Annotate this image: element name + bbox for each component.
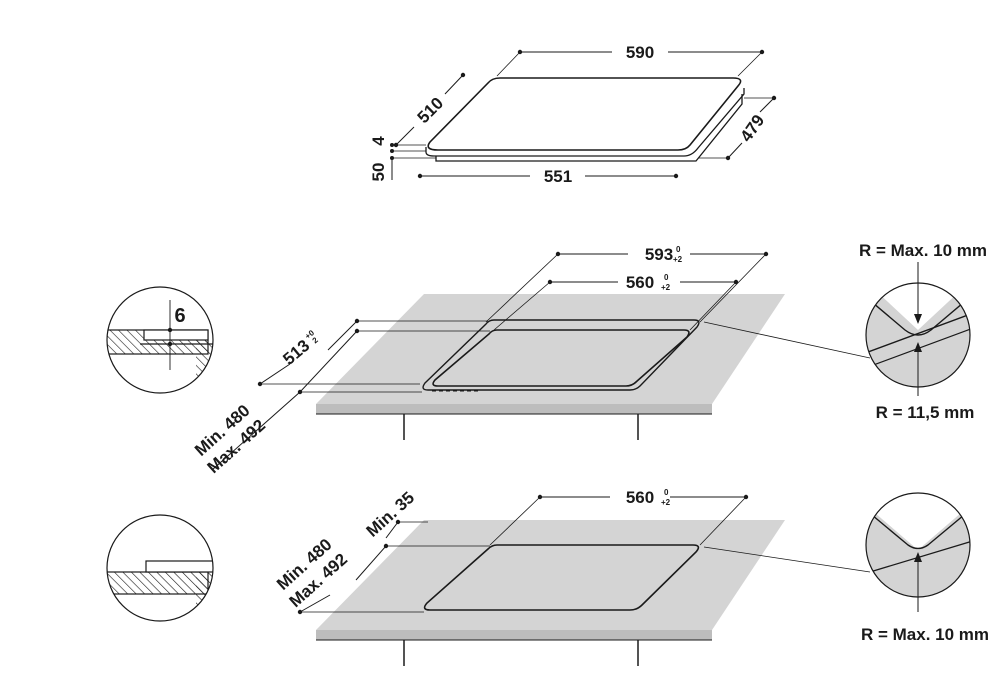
tol-513-bottom: 2 [311,335,321,345]
tol-593-top: 0 [676,245,681,254]
dim-body-479: 479 [736,111,768,145]
dim-glass-4: 4 [369,136,388,146]
dim-depth-510: 510 [414,94,447,127]
flush-worktop [316,294,785,440]
standard-section-detail [106,514,214,622]
rebate-depth-6: 6 [174,305,185,327]
standard-dimension-lines [297,494,871,615]
dim-cutout-560: 560 [626,488,654,507]
corner-outer-radius: R = Max. 10 mm [859,241,987,260]
dim-body-551: 551 [544,167,572,186]
corner-inner-radius: R = 11,5 mm [876,403,975,422]
tol-593-bottom: +2 [673,255,683,264]
dim-outer-593: 593 [645,245,673,264]
flush-dimension-lines [211,251,871,471]
tol-560-top: 0 [664,273,669,282]
dim-height-50: 50 [369,163,388,182]
tol-cutout-top: 0 [664,488,669,497]
standard-corner-detail [865,492,971,612]
tol-cutout-bottom: +2 [661,498,671,507]
top-dimension-lines [390,49,777,180]
dim-width-590: 590 [626,43,654,62]
rebate-section-detail: 6 [106,286,214,394]
standard-corner-radius: R = Max. 10 mm [861,625,989,644]
dim-inner-560: 560 [626,273,654,292]
hob-perspective [425,77,745,162]
tol-560-bottom: +2 [661,283,671,292]
flush-corner-detail [865,262,971,396]
standard-worktop [316,520,785,666]
